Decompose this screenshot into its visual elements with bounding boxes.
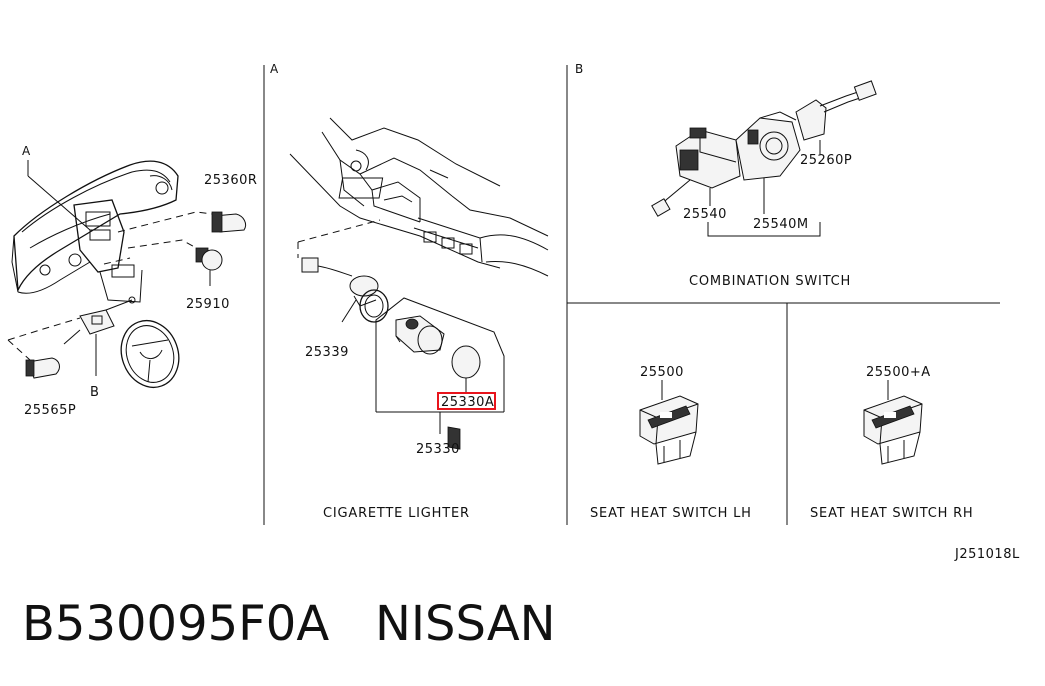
footer-part-number: B530095F0A NISSAN bbox=[22, 596, 556, 652]
caption-combination-switch: COMBINATION SWITCH bbox=[689, 274, 851, 289]
seat-heat-lh-panel: 25500 SEAT HEAT SWITCH LH bbox=[590, 365, 752, 521]
label-25330: 25330 bbox=[416, 442, 460, 457]
label-25360R: 25360R bbox=[204, 173, 257, 188]
part-25565P-drawing bbox=[25, 357, 60, 379]
part-combination-switch-small bbox=[63, 296, 136, 376]
label-25540: 25540 bbox=[683, 207, 727, 222]
part-25500-rh-drawing bbox=[863, 395, 923, 465]
part-25360R-drawing bbox=[211, 211, 247, 233]
part-25540M-drawing bbox=[735, 111, 801, 214]
label-25910: 25910 bbox=[186, 297, 230, 312]
steering-wheel bbox=[120, 319, 180, 389]
label-25500A: 25500+A bbox=[866, 365, 931, 380]
caption-seat-heat-lh: SEAT HEAT SWITCH LH bbox=[590, 506, 752, 521]
label-25565P: 25565P bbox=[24, 403, 76, 418]
overview-marker-b: B bbox=[90, 385, 99, 400]
label-25500: 25500 bbox=[640, 365, 684, 380]
overview-marker-a: A bbox=[22, 144, 31, 158]
section-marker-a: A bbox=[270, 62, 279, 76]
part-25910-drawing bbox=[195, 247, 223, 286]
part-lighter-socket-drawing bbox=[395, 315, 445, 355]
caption-cigarette-lighter: CIGARETTE LIGHTER bbox=[323, 506, 470, 521]
part-25330A-drawing bbox=[447, 345, 481, 450]
section-marker-b: B bbox=[575, 62, 583, 76]
highlight-25330A bbox=[437, 392, 496, 410]
dashboard-overview: A B 25360R 25910 25565P bbox=[7, 144, 257, 418]
part-number: B530095F0A bbox=[22, 596, 330, 652]
label-25540M: 25540M bbox=[753, 217, 809, 232]
diagram-code: J251018L bbox=[954, 547, 1020, 562]
part-25540-drawing bbox=[651, 127, 741, 217]
label-25339: 25339 bbox=[305, 345, 349, 360]
part-25500-drawing bbox=[639, 395, 699, 465]
seat-heat-rh-panel: 25500+A SEAT HEAT SWITCH RH bbox=[810, 365, 973, 521]
part-25260P-drawing bbox=[795, 80, 877, 154]
part-25339-drawing bbox=[301, 257, 389, 323]
cigarette-lighter-panel: A bbox=[270, 62, 549, 521]
combination-switch-panel: B 25260P 25540 bbox=[575, 62, 877, 289]
brand-name: NISSAN bbox=[374, 596, 556, 652]
caption-seat-heat-rh: SEAT HEAT SWITCH RH bbox=[810, 506, 973, 521]
label-25260P: 25260P bbox=[800, 153, 852, 168]
label-25330A: 25330A bbox=[441, 395, 494, 410]
